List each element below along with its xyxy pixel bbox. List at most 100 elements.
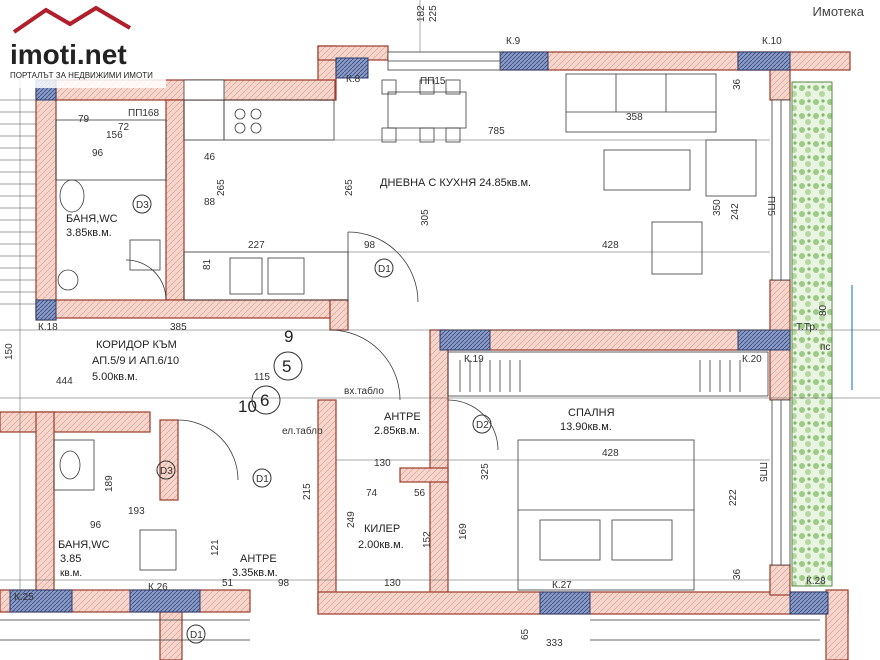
column-tags: К.9 К.10 К.8 К.18 К.19 К.20 К.25 К.26 К.… [14, 36, 826, 603]
misc-label: пс [820, 342, 830, 353]
dimension-label: 98 [278, 578, 290, 589]
dimension-label: 189 [104, 475, 115, 492]
dimension-label: 222 [728, 489, 739, 506]
dimension-numbers: 182 225 79 72 156 358 785 96 46 88 265 2… [4, 5, 829, 649]
dimension-label: 46 [204, 152, 216, 163]
dimension-label: 265 [344, 179, 355, 196]
misc-label: ел.табло [282, 425, 323, 437]
dimension-label: 115 [254, 372, 270, 383]
dimension-label: 96 [90, 520, 102, 531]
column-tag: К.20 [742, 354, 762, 365]
room-area-bath2: 3.85 [60, 553, 81, 565]
room-area-storage: 2.00кв.м. [358, 539, 404, 551]
column-tag: К.9 [506, 36, 521, 47]
dimension-lines [0, 0, 880, 600]
door-tag: D3 [136, 200, 149, 211]
column-tag: К.18 [38, 322, 58, 333]
windows [183, 51, 791, 566]
dimension-label: 428 [602, 240, 619, 251]
furniture [0, 73, 820, 641]
column-tag: К.25 [14, 592, 34, 603]
door-tag: D3 [160, 466, 173, 477]
apartment-number: 6 [260, 391, 269, 410]
dimension-label: 150 [4, 343, 15, 360]
misc-label: Т.Тр. [796, 322, 818, 333]
dimension-label: 385 [170, 322, 187, 333]
window-tags: ПП15 ПП168 ПП5 ПП5 [128, 76, 776, 482]
room-area-corridor: 5.00кв.м. [92, 371, 138, 383]
room-label-corridor-target: АП.5/9 И АП.6/10 [92, 355, 179, 367]
dimension-label: 81 [202, 258, 213, 270]
column-tag: К.19 [464, 354, 484, 365]
apartment-number: 5 [282, 357, 291, 376]
dimension-label: 130 [374, 458, 391, 469]
walls [0, 45, 851, 660]
window-tag: ПП5 [757, 462, 768, 482]
dimension-label: 182 [416, 5, 427, 22]
window-tag: ПП15 [420, 76, 446, 87]
apartment-numbers: 9 5 10 6 [238, 327, 303, 416]
room-label-storage: КИЛЕР [364, 523, 400, 535]
dimension-label: 88 [204, 197, 216, 208]
dimension-label: 215 [302, 483, 313, 500]
dimension-label: 56 [414, 488, 426, 499]
window-tag: ПП168 [128, 108, 159, 119]
dimension-label: 156 [106, 130, 123, 141]
watermark: Имотека [812, 4, 864, 19]
dimension-label: 428 [602, 448, 619, 459]
logo-tagline: ПОРТАЛЪТ ЗА НЕДВИЖИМИ ИМОТИ [10, 71, 153, 80]
room-area-entry2: 3.35кв.м. [232, 567, 278, 579]
dimension-label: 227 [248, 240, 265, 251]
dimension-label: 130 [384, 578, 401, 589]
dimension-label: 121 [210, 539, 221, 556]
dimension-label: 333 [546, 638, 563, 649]
column-tag: К.26 [148, 582, 168, 593]
dimension-label: 36 [732, 78, 743, 90]
room-label-corridor: КОРИДОР КЪМ [96, 339, 177, 351]
door-tag: D1 [190, 630, 203, 641]
column-tag: К.10 [762, 36, 782, 47]
planter-strip [791, 81, 833, 587]
misc-labels: вх.табло ел.табло Т.Тр. пс [282, 322, 830, 437]
dimension-label: 249 [346, 511, 357, 528]
logo-text: imoti.net [10, 39, 127, 70]
misc-label: вх.табло [344, 385, 384, 397]
dimension-label: 80 [818, 304, 829, 316]
room-label-living: ДНЕВНА С КУХНЯ 24.85кв.м. [380, 177, 531, 189]
room-labels: ДНЕВНА С КУХНЯ 24.85кв.м. СПАЛНЯ 13.90кв… [58, 177, 615, 579]
dimension-label: 193 [128, 506, 145, 517]
room-label-entry1: АНТРЕ [384, 411, 421, 423]
dimension-label: 325 [480, 463, 491, 480]
room-area-bath1: 3.85кв.м. [66, 227, 112, 239]
dimension-label: 98 [364, 240, 376, 251]
dimension-label: 51 [222, 578, 234, 589]
dimension-label: 96 [92, 148, 104, 159]
room-label-entry2: АНТРЕ [240, 553, 277, 565]
apartment-number: 9 [284, 327, 293, 346]
door-tag: D1 [256, 474, 269, 485]
room-label-bath1: БАНЯ,WC [66, 213, 118, 225]
dimension-label: 785 [488, 126, 505, 137]
column-tag: К.8 [346, 74, 361, 85]
door-tag: D2 [476, 420, 489, 431]
door-tag: D1 [378, 264, 391, 275]
dimension-label: 350 [712, 199, 723, 216]
column-tag: К.28 [806, 576, 826, 587]
brand-logo: imoti.net ПОРТАЛЪТ ЗА НЕДВИЖИМИ ИМОТИ [6, 5, 166, 88]
room-label-bedroom: СПАЛНЯ [568, 407, 615, 419]
dimension-label: 242 [730, 203, 741, 220]
dimension-label: 152 [422, 531, 433, 548]
dimension-label: 169 [458, 523, 469, 540]
dimension-label: 74 [366, 488, 378, 499]
window-tag: ПП5 [765, 196, 776, 216]
room-area-entry1: 2.85кв.м. [374, 425, 420, 437]
column-tag: К.27 [552, 580, 572, 591]
room-area-bedroom: 13.90кв.м. [560, 421, 612, 433]
dimension-label: 79 [78, 114, 90, 125]
room-label-bath2: БАНЯ,WC [58, 539, 110, 551]
dimension-label: 305 [420, 209, 431, 226]
room-unit-bath2: кв.м. [60, 568, 82, 579]
dimension-label: 65 [520, 628, 531, 640]
dimension-label: 72 [118, 122, 130, 133]
